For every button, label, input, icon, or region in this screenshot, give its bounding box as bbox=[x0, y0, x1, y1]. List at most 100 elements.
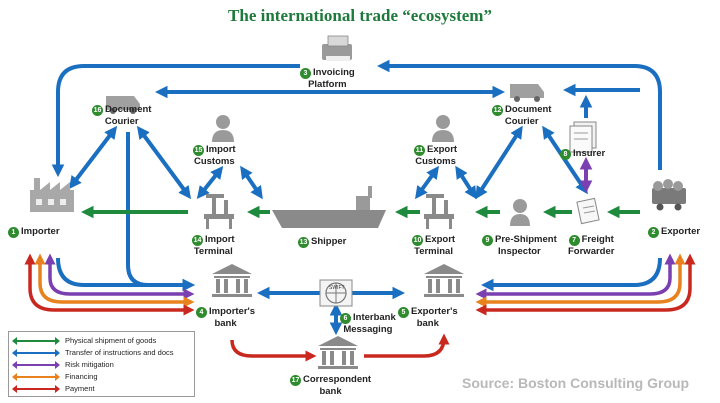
legend-label-risk: Risk mitigation bbox=[65, 360, 114, 369]
insp-l1: Pre-Shipment bbox=[495, 234, 557, 245]
printer-icon bbox=[322, 35, 352, 61]
badge-12: 12 bbox=[492, 105, 503, 116]
bank-icon-importer bbox=[212, 264, 252, 297]
correspondent-payment-flows bbox=[230, 333, 450, 362]
ic-l1: Import bbox=[206, 144, 236, 155]
legend-swatch-risk bbox=[12, 361, 60, 369]
imsg-l2: Messaging bbox=[343, 324, 393, 335]
badge-7: 7 bbox=[568, 235, 580, 246]
terminal-icon-import bbox=[204, 194, 234, 229]
badge-16: 16 bbox=[92, 105, 103, 116]
insurer-l1: Insurer bbox=[573, 148, 606, 159]
ib-l1: Importer's bbox=[209, 306, 256, 317]
ship-icon bbox=[272, 186, 386, 228]
bank-icon-correspondent bbox=[318, 336, 358, 369]
legend-swatch-payment bbox=[12, 385, 60, 393]
badge-8: 8 bbox=[560, 149, 571, 160]
dcl-l2: Courier bbox=[104, 116, 139, 127]
legend-label-instructions: Transfer of instructions and docs bbox=[65, 348, 174, 357]
svg-text:SWIFT: SWIFT bbox=[329, 285, 345, 291]
it-l1: Import bbox=[205, 234, 235, 245]
badge-13: 13 bbox=[298, 237, 309, 248]
insp-l2: Inspector bbox=[498, 246, 541, 257]
ic-l2: Customs bbox=[193, 156, 235, 167]
badge-14: 14 bbox=[192, 235, 203, 246]
finance-flows-left bbox=[24, 253, 195, 316]
importer-l1: Importer bbox=[21, 226, 60, 237]
terminal-icon-export bbox=[424, 194, 454, 229]
source-caption: Source: Boston Consulting Group bbox=[462, 375, 690, 391]
exporter-l1: Exporter bbox=[661, 226, 701, 237]
legend-swatch-financing bbox=[12, 373, 60, 381]
person-icon-import-customs bbox=[212, 115, 234, 142]
shipper-l1: Shipper bbox=[311, 236, 347, 247]
badge-3: 3 bbox=[300, 68, 311, 79]
legend-swatch-physical bbox=[12, 337, 60, 345]
ec-l1: Export bbox=[427, 144, 458, 155]
page-title: The international trade “ecosystem” bbox=[228, 6, 492, 25]
invoicing-l2: Platform bbox=[308, 79, 347, 90]
et-l2: Terminal bbox=[414, 246, 453, 257]
dcr-l1: Document bbox=[505, 104, 552, 115]
badge-9: 9 bbox=[482, 235, 493, 246]
badge-4: 4 bbox=[196, 307, 207, 318]
ff-l1: Freight bbox=[581, 234, 614, 245]
badge-1: 1 bbox=[8, 227, 19, 238]
swift-icon: SWIFT bbox=[319, 279, 353, 307]
badge-6: 6 bbox=[340, 313, 351, 324]
goods-cart-icon bbox=[652, 179, 686, 211]
badge-5: 5 bbox=[398, 307, 409, 318]
imsg-l1: Interbank bbox=[353, 312, 396, 323]
document-icon bbox=[576, 197, 600, 225]
ec-l2: Customs bbox=[415, 156, 456, 167]
legend: Physical shipment of goods Transfer of i… bbox=[8, 331, 195, 397]
van-icon-left bbox=[106, 96, 140, 114]
it-l2: Terminal bbox=[193, 246, 233, 257]
papers-icon bbox=[569, 121, 597, 153]
legend-label-financing: Financing bbox=[65, 372, 98, 381]
dcr-l2: Courier bbox=[504, 116, 539, 127]
invoicing-l1: Invoicing bbox=[313, 67, 355, 78]
cb-l1: Correspondent bbox=[303, 374, 372, 385]
van-icon-right bbox=[510, 84, 544, 102]
ib-l2: bank bbox=[214, 318, 237, 329]
et-l1: Export bbox=[425, 234, 456, 245]
finance-flows-right bbox=[475, 253, 696, 316]
factory-icon bbox=[30, 178, 74, 212]
legend-swatch-instructions bbox=[12, 349, 60, 357]
ff-l2: Forwarder bbox=[568, 246, 615, 257]
badge-10: 10 bbox=[412, 235, 423, 246]
person-icon-export-customs bbox=[432, 115, 454, 142]
legend-label-payment: Payment bbox=[65, 384, 95, 393]
badge-11: 11 bbox=[414, 145, 425, 156]
cb-l2: bank bbox=[319, 386, 342, 397]
badge-2: 2 bbox=[648, 227, 659, 238]
eb-l2: bank bbox=[416, 318, 439, 329]
legend-label-physical: Physical shipment of goods bbox=[65, 336, 157, 345]
eb-l1: Exporter's bbox=[411, 306, 458, 317]
inspector-icon bbox=[510, 199, 530, 226]
badge-15: 15 bbox=[193, 145, 204, 156]
badge-17: 17 bbox=[290, 375, 301, 386]
dcl-l1: Document bbox=[105, 104, 152, 115]
bank-icon-exporter bbox=[424, 264, 464, 297]
